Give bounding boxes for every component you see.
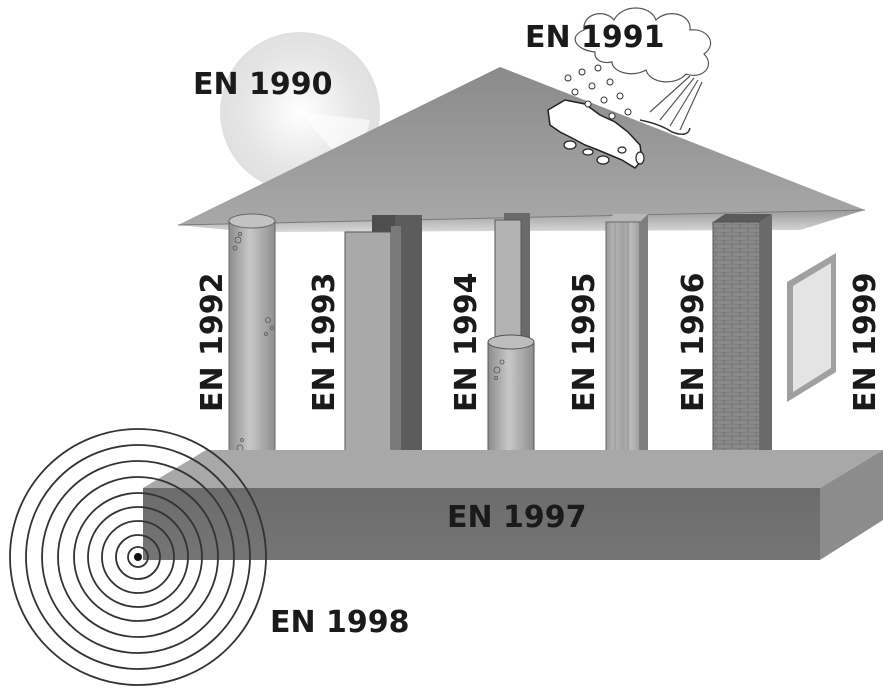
label-en1990: EN 1990 xyxy=(193,67,333,102)
label-en1991: EN 1991 xyxy=(525,20,665,55)
epicenter-dot xyxy=(134,553,142,561)
snow-debris xyxy=(563,140,645,165)
label-en1992: EN 1992 xyxy=(195,272,230,412)
wind-gust-icon xyxy=(639,119,691,135)
label-en1995: EN 1995 xyxy=(567,272,602,412)
label-en1993: EN 1993 xyxy=(307,272,342,412)
column-timber xyxy=(605,214,648,479)
seismic-wave-icon xyxy=(9,428,267,686)
column-composite xyxy=(487,213,535,480)
label-en1996: EN 1996 xyxy=(676,272,711,412)
column-masonry xyxy=(712,214,772,479)
foundation-slab xyxy=(143,450,883,560)
roof xyxy=(178,67,865,225)
label-en1994: EN 1994 xyxy=(449,272,484,412)
hail-icon xyxy=(564,64,632,120)
label-en1997: EN 1997 xyxy=(447,500,587,535)
column-steel xyxy=(344,215,422,479)
rain-icon xyxy=(649,75,703,131)
label-en1998: EN 1998 xyxy=(270,605,410,640)
column-concrete xyxy=(228,213,276,483)
cloud-icon xyxy=(574,7,712,83)
label-en1999: EN 1999 xyxy=(848,272,883,412)
window-icon xyxy=(787,253,836,402)
